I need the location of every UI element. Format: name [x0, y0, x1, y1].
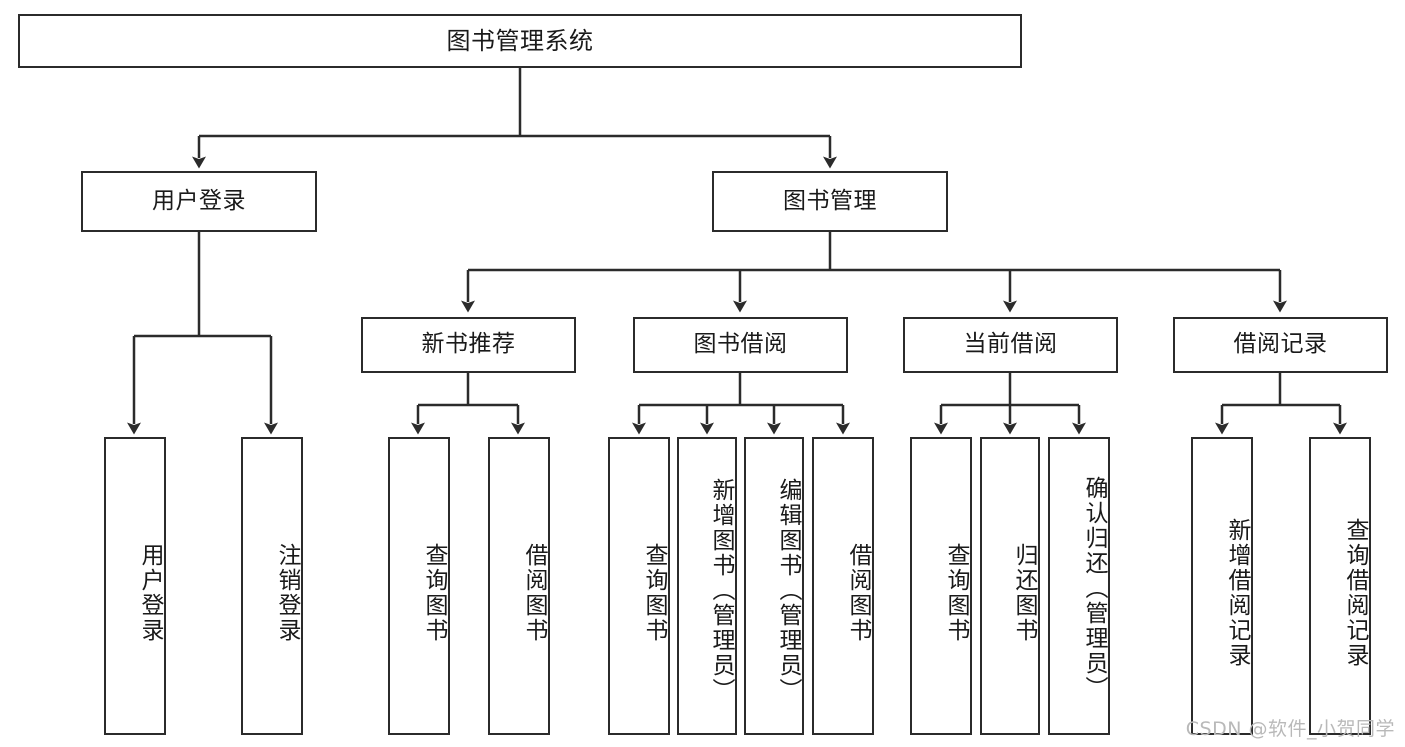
node-borrow-record[interactable]: 借阅记录	[1173, 317, 1388, 373]
leaf-record-add-record[interactable]: 新增借阅记录	[1191, 437, 1253, 735]
leaf-label: 查询图书	[641, 543, 667, 643]
leaf-label: 查询图书	[421, 543, 447, 643]
leaf-label: 注销登录	[274, 543, 300, 643]
leaf-user-login-login[interactable]: 用户登录	[104, 437, 166, 735]
leaf-borrow-borrow-book[interactable]: 借阅图书	[812, 437, 874, 735]
leaf-label: 借阅图书	[521, 543, 547, 643]
node-current-borrow-label: 当前借阅	[963, 331, 1058, 358]
leaf-user-login-logout[interactable]: 注销登录	[241, 437, 303, 735]
node-book-borrow-label: 图书借阅	[693, 331, 788, 358]
leaf-label: 新增图书（管理员）	[708, 477, 734, 703]
leaf-current-confirm-return-admin[interactable]: 确认归还（管理员）	[1048, 437, 1110, 735]
leaf-label: 新增借阅记录	[1224, 518, 1250, 668]
node-new-book-recommend[interactable]: 新书推荐	[361, 317, 576, 373]
leaf-recommend-borrow-book[interactable]: 借阅图书	[488, 437, 550, 735]
leaf-current-return-book[interactable]: 归还图书	[980, 437, 1040, 735]
node-book-management-label: 图书管理	[783, 187, 877, 214]
leaf-record-query-record[interactable]: 查询借阅记录	[1309, 437, 1371, 735]
node-current-borrow[interactable]: 当前借阅	[903, 317, 1118, 373]
leaf-borrow-edit-book-admin[interactable]: 编辑图书（管理员）	[744, 437, 804, 735]
leaf-label: 确认归还（管理员）	[1081, 476, 1107, 701]
node-root-label: 图书管理系统	[446, 26, 594, 55]
node-book-borrow[interactable]: 图书借阅	[633, 317, 848, 373]
leaf-borrow-query-book[interactable]: 查询图书	[608, 437, 670, 735]
leaf-label: 查询图书	[943, 543, 969, 643]
leaf-label: 归还图书	[1011, 543, 1037, 643]
node-user-login-label: 用户登录	[152, 187, 246, 214]
node-book-management[interactable]: 图书管理	[712, 171, 948, 232]
leaf-recommend-query-book[interactable]: 查询图书	[388, 437, 450, 735]
leaf-current-query-book[interactable]: 查询图书	[910, 437, 972, 735]
leaf-label: 编辑图书（管理员）	[775, 477, 801, 703]
leaf-label: 用户登录	[137, 543, 163, 643]
node-new-book-recommend-label: 新书推荐	[421, 331, 516, 358]
node-user-login[interactable]: 用户登录	[81, 171, 317, 232]
leaf-label: 查询借阅记录	[1342, 518, 1368, 668]
watermark-text: CSDN @软件_小贺同学	[1185, 718, 1395, 740]
leaf-borrow-add-book-admin[interactable]: 新增图书（管理员）	[677, 437, 737, 735]
node-borrow-record-label: 借阅记录	[1233, 331, 1328, 358]
node-root-system[interactable]: 图书管理系统	[18, 14, 1022, 68]
leaf-label: 借阅图书	[845, 543, 871, 643]
